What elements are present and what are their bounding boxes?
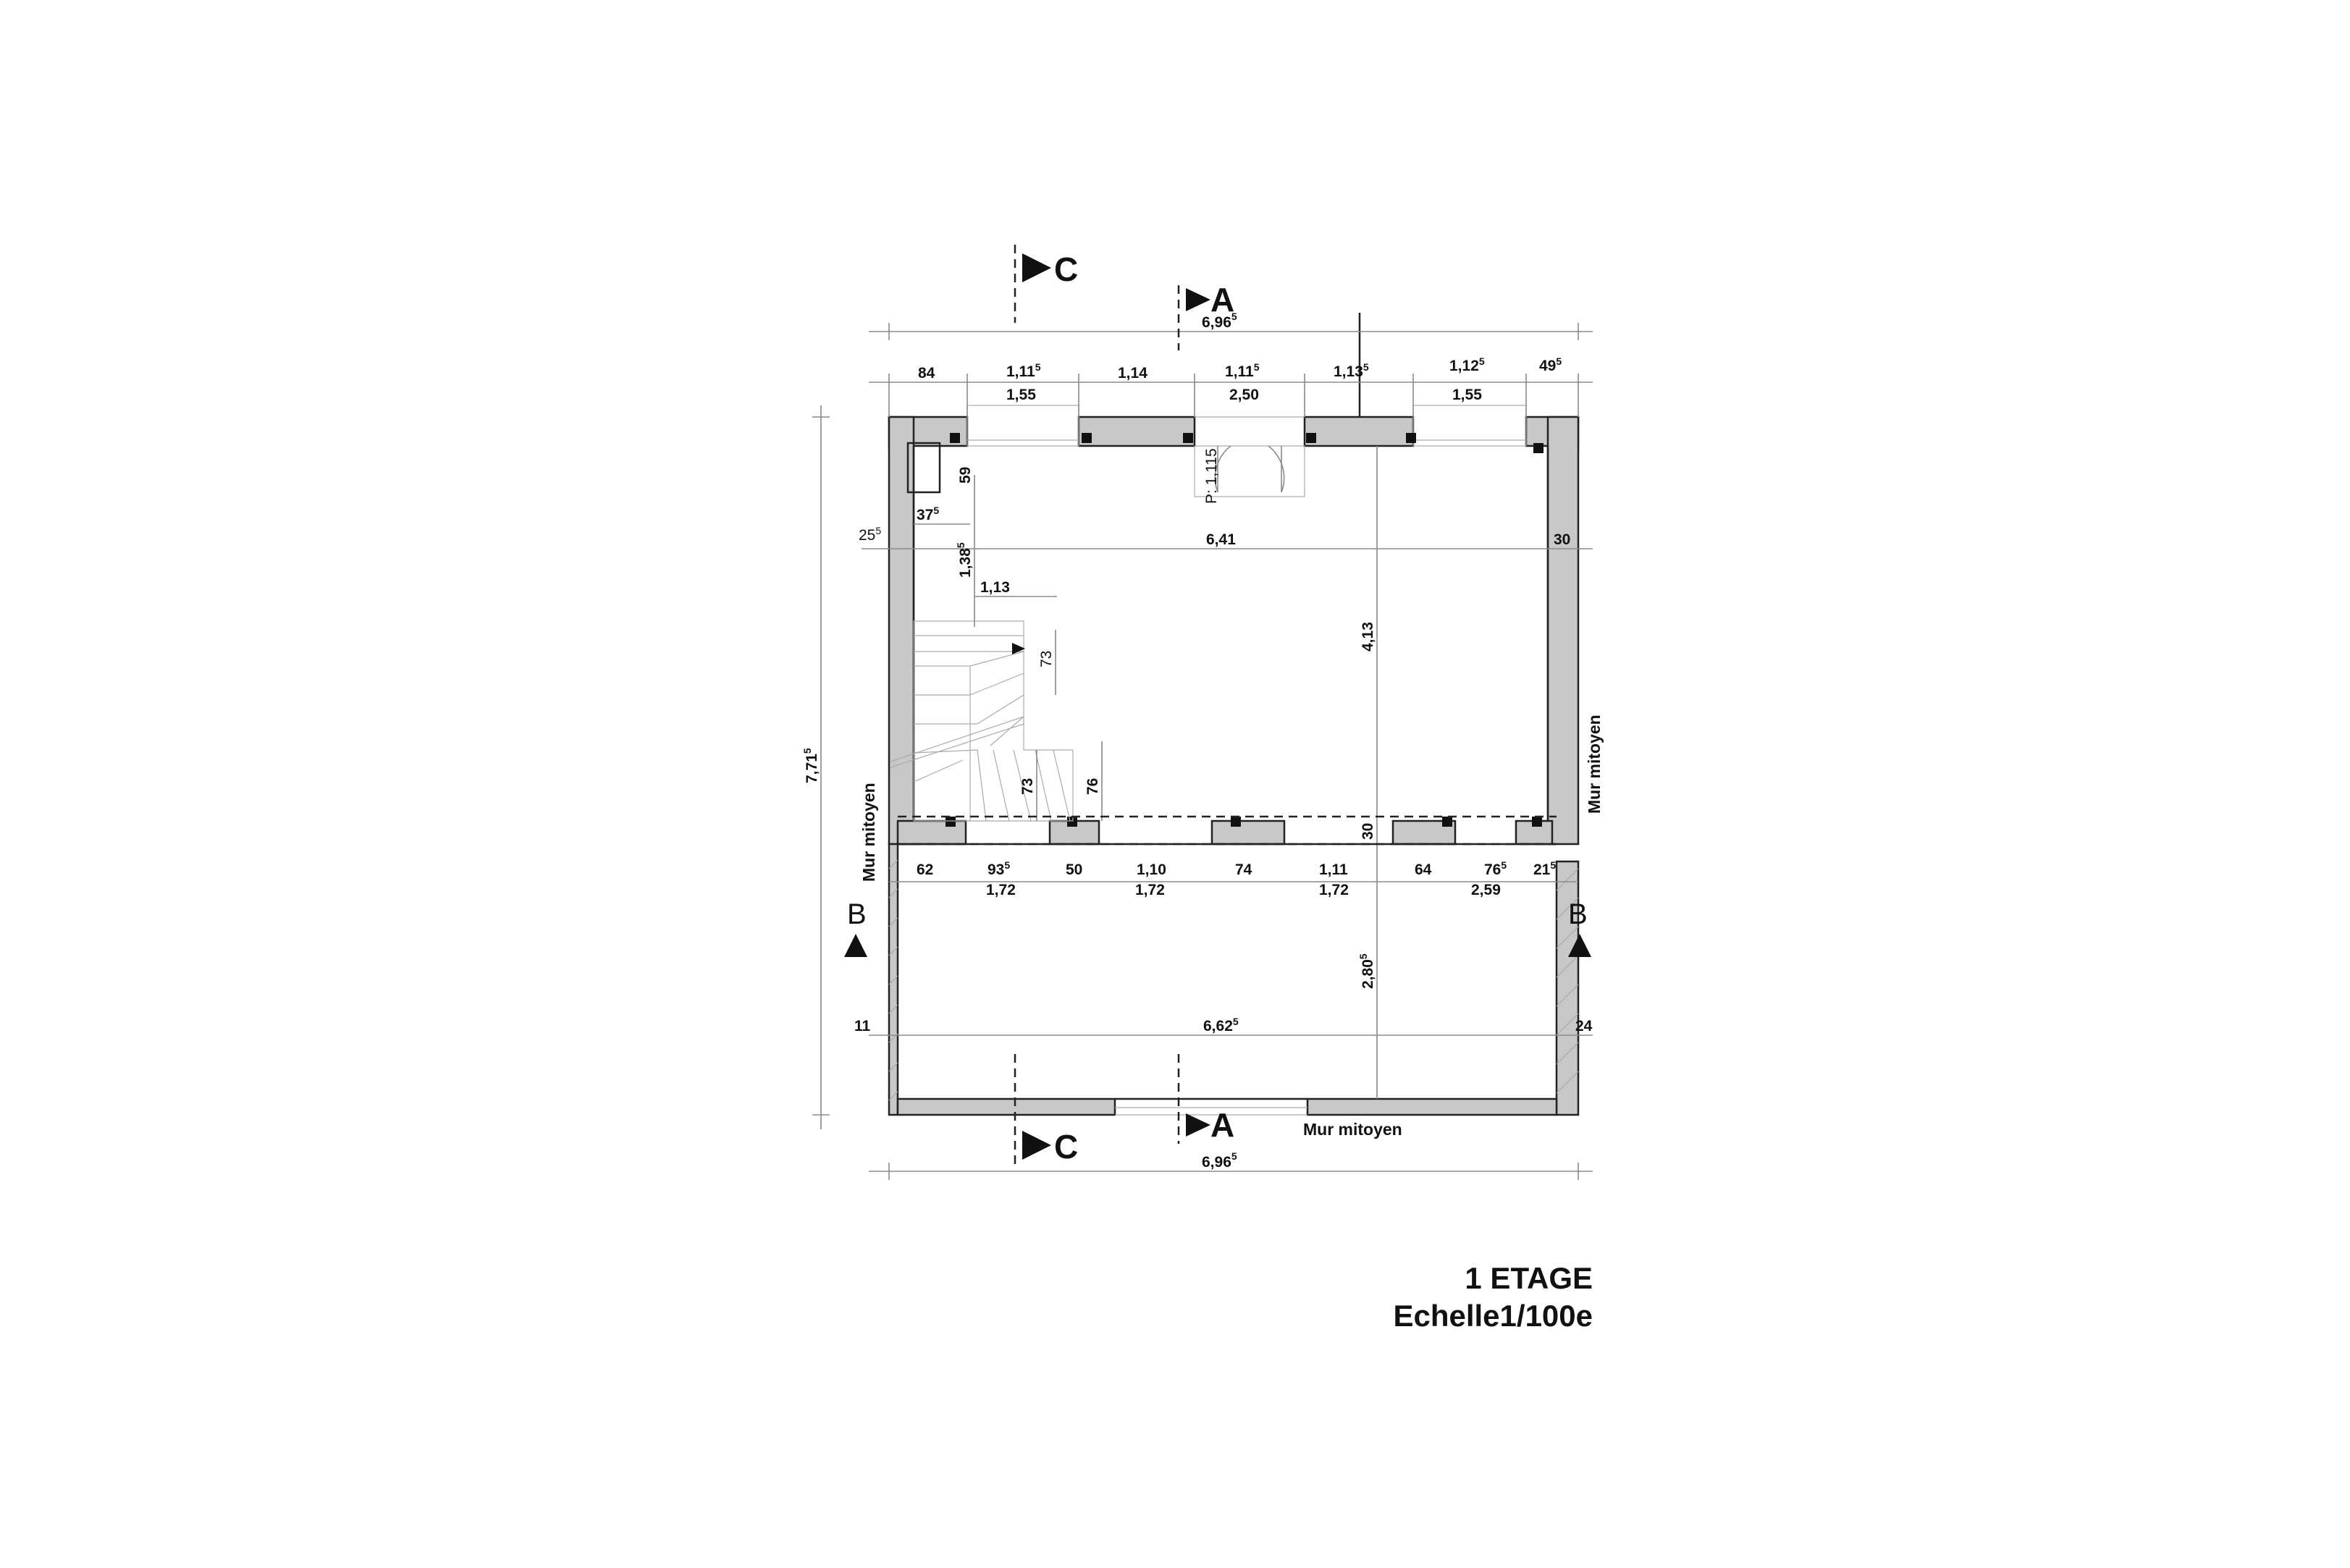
dim-lower-opening-4: 2,59	[1471, 882, 1501, 898]
dim-stair-d: 73	[1038, 651, 1055, 667]
section-b-left-arrow	[844, 934, 867, 957]
dim-top-seg-2: 1,115	[1006, 361, 1041, 380]
left-wall	[888, 416, 915, 846]
dim-terrace-width: 6,625	[1203, 1016, 1239, 1034]
section-cuts	[898, 245, 1557, 1166]
dim-right-wall-a: 30	[1554, 531, 1570, 548]
top-wall-mid-right	[1303, 416, 1415, 447]
section-a-top-arrow	[1186, 288, 1210, 311]
dim-top-opening-2: 2,50	[1229, 387, 1259, 403]
bottom-wall-right	[1306, 1097, 1558, 1116]
dim-lower-seg-3: 50	[1066, 861, 1082, 878]
dimension-lines	[812, 323, 1593, 1180]
dim-terrace-depth: 2,805	[1357, 953, 1376, 989]
door-label: P: 1,115	[1203, 448, 1220, 504]
dim-right-wall-b: 24	[1575, 1018, 1593, 1034]
dim-59: 59	[957, 467, 974, 484]
dim-top-seg-3: 1,14	[1118, 365, 1147, 382]
section-b-right-arrow	[1568, 934, 1591, 957]
door	[1194, 445, 1305, 497]
right-wall-label: Mur mitoyen	[1585, 715, 1604, 814]
dim-lower-opening-3: 1,72	[1319, 882, 1349, 898]
walls	[888, 416, 1580, 1116]
title-block: 1 ETAGE Echelle1/100e	[1289, 1260, 1593, 1335]
dim-left-offset: 255	[859, 525, 881, 544]
bottom-wall-label: Mur mitoyen	[1303, 1120, 1402, 1139]
dim-total-width-top: 6,965	[1202, 311, 1237, 331]
interior-lines	[898, 313, 1557, 1116]
dim-lower-seg-9: 215	[1533, 859, 1556, 878]
stair-arrow	[1012, 643, 1025, 654]
staircase	[890, 620, 1074, 822]
dim-top-seg-5: 1,135	[1334, 361, 1369, 380]
beam-block-1	[1048, 819, 1100, 846]
section-a-bottom-label: A	[1210, 1106, 1234, 1144]
dim-top-seg-6: 1,125	[1449, 355, 1485, 374]
dim-lower-seg-1: 62	[917, 861, 933, 878]
dim-stair-c: 1,13	[980, 579, 1010, 596]
dimension-labels: 6,965 84 1,115 1,14 1,115 1,135 1,125 49…	[801, 311, 1593, 1171]
bottom-wall-left	[896, 1097, 1116, 1116]
dim-room-depth: 4,13	[1360, 622, 1376, 652]
left-wall-label: Mur mitoyen	[859, 783, 878, 882]
posts	[946, 433, 1543, 827]
beam-block-2	[1210, 819, 1286, 846]
section-c-bottom-arrow	[1022, 1131, 1051, 1160]
dim-top-opening-3: 1,55	[1452, 387, 1482, 403]
dim-top-seg-1: 84	[918, 365, 935, 382]
wall-labels: Mur mitoyen Mur mitoyen Mur mitoyen	[859, 715, 1604, 1139]
dim-top-opening-1: 1,55	[1006, 387, 1036, 403]
dim-stair-b: 1,385	[955, 542, 974, 578]
section-c-bottom-label: C	[1054, 1128, 1078, 1166]
dim-beam: 30	[1360, 823, 1376, 840]
right-wall	[1546, 416, 1580, 846]
section-a-bottom-arrow	[1186, 1113, 1210, 1137]
dim-lower-seg-6: 1,11	[1319, 861, 1348, 878]
dim-stair-a: 375	[917, 505, 939, 523]
dim-stair-e: 73	[1019, 778, 1036, 795]
dim-top-seg-4: 1,115	[1225, 361, 1260, 380]
section-b-left-label: B	[847, 898, 867, 930]
dim-total-height: 7,715	[801, 748, 820, 783]
section-a-top-label: A	[1210, 281, 1234, 319]
section-b-right-label: B	[1568, 898, 1588, 930]
plan-scale: Echelle1/100e	[1393, 1299, 1593, 1333]
dim-lower-seg-4: 1,10	[1137, 861, 1166, 878]
dim-lower-opening-2: 1,72	[1135, 882, 1165, 898]
dim-top-seg-7: 495	[1539, 355, 1562, 374]
dim-lower-seg-5: 74	[1235, 861, 1252, 878]
dim-left-wall-b: 11	[854, 1018, 871, 1034]
section-markers: C A C A B B	[844, 250, 1591, 1166]
dim-lower-seg-7: 64	[1415, 861, 1432, 878]
wall-hatching	[888, 859, 1579, 1101]
dim-total-width-bottom: 6,965	[1202, 1150, 1237, 1171]
cupboard	[906, 442, 941, 494]
top-wall-mid-left	[1077, 416, 1196, 447]
dim-lower-opening-1: 1,72	[986, 882, 1016, 898]
dim-lower-seg-8: 765	[1484, 859, 1507, 878]
lower-left-wall	[888, 843, 899, 1116]
section-c-top-label: C	[1054, 250, 1078, 288]
plan-title: 1 ETAGE	[1465, 1261, 1593, 1295]
dim-room-width: 6,41	[1206, 531, 1236, 548]
section-c-top-arrow	[1022, 253, 1051, 282]
dim-lower-seg-2: 935	[987, 859, 1010, 878]
dim-stair-f: 76	[1085, 778, 1101, 795]
